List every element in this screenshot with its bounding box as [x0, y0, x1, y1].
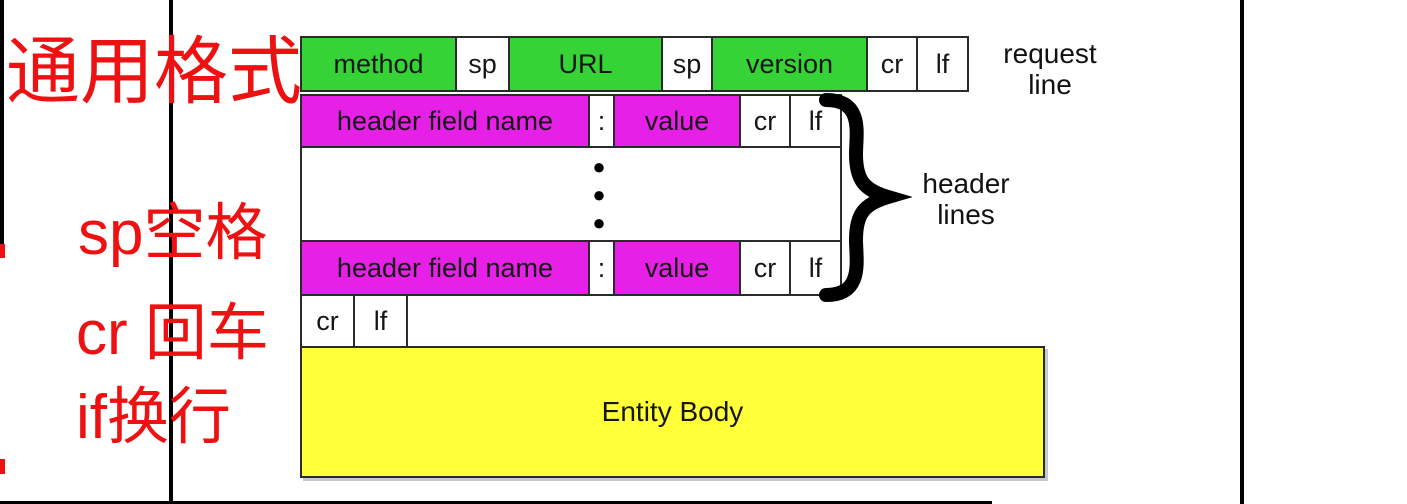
header-lines-caption-1: header	[922, 168, 1010, 199]
entity-body-box: Entity Body	[300, 346, 1045, 478]
request-cr-box: cr	[866, 36, 918, 92]
request-line-caption: request line	[985, 38, 1115, 100]
annotation-title: 通用格式	[6, 30, 302, 113]
value-box-bottom: value	[613, 240, 741, 296]
blank-lf-label: lf	[373, 305, 388, 336]
ellipsis-box	[300, 146, 842, 242]
right-vertical-rule	[1240, 0, 1244, 504]
blank-cr-label: cr	[316, 305, 339, 336]
annotation-sp: sp空格	[78, 199, 268, 268]
value-label-top: value	[644, 105, 710, 136]
version-label: version	[745, 48, 834, 79]
annotation-cr: cr 回车	[76, 299, 269, 368]
blank-lf-box: lf	[353, 294, 408, 348]
sp-label-2: sp	[672, 48, 702, 79]
colon-box-top: :	[588, 94, 615, 148]
header-field-name-label-top: header field name	[336, 105, 554, 136]
value-label-bottom: value	[644, 252, 710, 283]
colon-label-bottom: :	[597, 252, 606, 283]
red-stroke-fragment-bottom	[0, 459, 5, 474]
url-label: URL	[558, 48, 613, 79]
bottom-border-line	[0, 501, 992, 504]
header-cr-label-top: cr	[753, 105, 777, 136]
request-line-caption-2: line	[1028, 69, 1072, 100]
method-label: method	[333, 48, 424, 79]
entity-body-label: Entity Body	[601, 396, 744, 427]
header-cr-box-top: cr	[739, 94, 791, 148]
sp-label-1: sp	[468, 48, 497, 79]
header-lf-label-top: lf	[808, 105, 823, 136]
version-box: version	[711, 36, 868, 92]
header-cr-label-bottom: cr	[753, 252, 777, 283]
colon-box-bottom: :	[588, 240, 615, 296]
left-vertical-rule	[169, 0, 173, 504]
header-lf-box-bottom: lf	[789, 240, 842, 296]
sp-box-2: sp	[661, 36, 713, 92]
request-line-caption-1: request	[1003, 38, 1097, 69]
annotation-lf: if换行	[76, 383, 232, 452]
url-box: URL	[508, 36, 663, 92]
left-border-line	[0, 0, 4, 248]
header-cr-box-bottom: cr	[739, 240, 791, 296]
blank-cr-box: cr	[300, 294, 355, 348]
header-lf-label-bottom: lf	[808, 252, 823, 283]
header-field-name-box-top: header field name	[300, 94, 590, 148]
value-box-top: value	[613, 94, 741, 148]
colon-label-top: :	[597, 105, 606, 136]
ellipsis-dot-3: ●	[592, 210, 606, 235]
request-lf-label: lf	[935, 48, 950, 79]
header-field-name-box-bottom: header field name	[300, 240, 590, 296]
request-lf-box: lf	[916, 36, 969, 92]
header-lines-caption-2: lines	[937, 199, 995, 230]
curly-brace-icon	[819, 93, 912, 302]
method-box: method	[300, 36, 457, 92]
ellipsis-dot-2: ●	[592, 182, 606, 207]
header-lines-caption: header lines	[908, 168, 1024, 230]
header-field-name-label-bottom: header field name	[336, 252, 554, 283]
sp-box-1: sp	[455, 36, 510, 92]
request-cr-label: cr	[880, 48, 904, 79]
red-stroke-fragment-top	[0, 244, 5, 258]
header-lines-brace	[812, 90, 912, 305]
ellipsis-dot-1: ●	[592, 154, 606, 179]
